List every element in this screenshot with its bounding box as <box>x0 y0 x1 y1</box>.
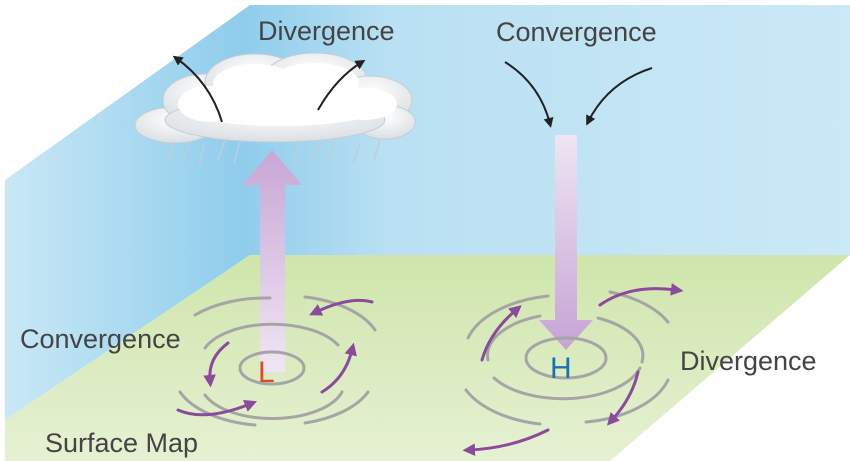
divergence-arrow-left <box>172 55 223 123</box>
convergence-arrow-right <box>586 67 653 126</box>
high-circulation-arrows <box>462 283 684 457</box>
surface-convergence-label: Convergence <box>20 324 181 354</box>
low-pressure-symbol: L <box>258 356 275 389</box>
high-pressure-symbol: H <box>550 352 572 385</box>
upper-convergence-label: Convergence <box>496 17 657 47</box>
surface-divergence-label: Divergence <box>680 346 817 376</box>
low-circulation-arrows <box>176 298 374 417</box>
convergence-arrow-left <box>504 61 554 128</box>
high-isobars <box>464 290 670 426</box>
rising-air-arrow <box>242 150 302 372</box>
sinking-air-arrow <box>539 135 593 350</box>
storm-cloud <box>134 52 416 166</box>
low-isobars <box>178 295 377 427</box>
surface-map-label: Surface Map <box>45 428 198 458</box>
rain-streaks <box>167 137 381 166</box>
divergence-arrow-right <box>317 59 366 111</box>
upper-divergence-label: Divergence <box>258 16 395 46</box>
